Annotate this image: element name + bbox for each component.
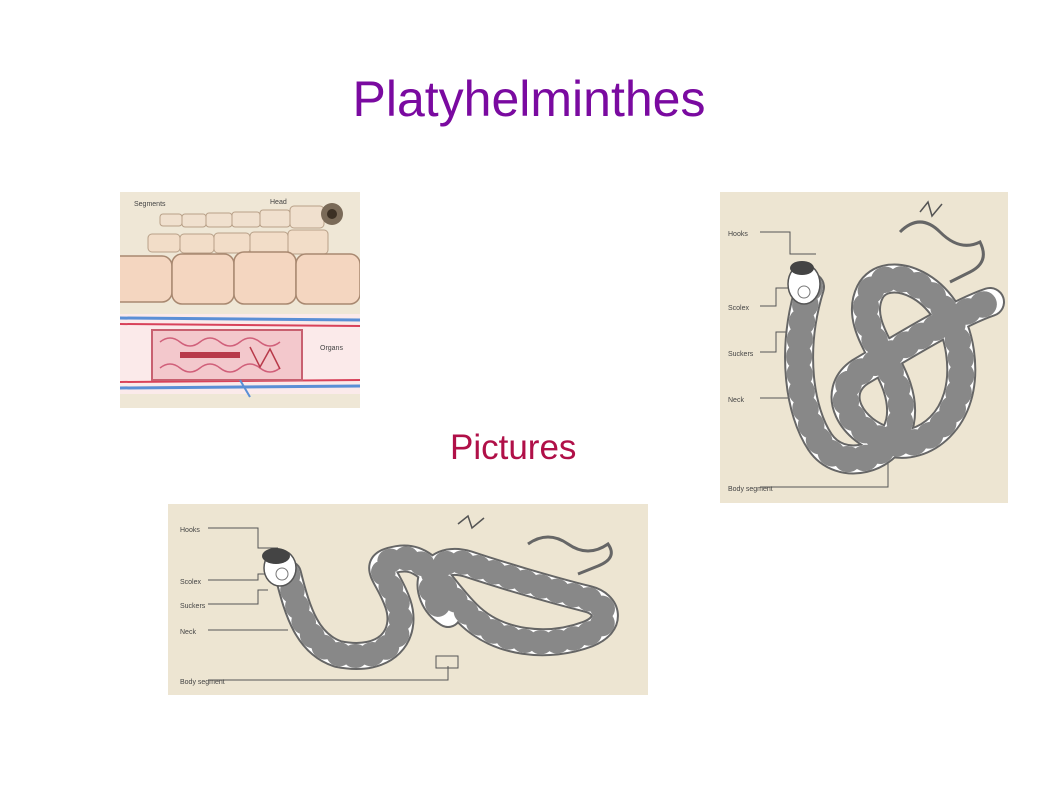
label-scolex: Scolex xyxy=(728,305,750,312)
label-neck: Neck xyxy=(180,629,196,636)
label-body-segment: Body segment xyxy=(180,679,225,686)
label-head: Head xyxy=(270,199,287,206)
tapeworm-anatomy-illustration: Segments Head Organs xyxy=(120,192,360,408)
label-scolex: Scolex xyxy=(180,579,202,586)
label-hooks: Hooks xyxy=(180,527,200,534)
label-hooks: Hooks xyxy=(728,231,748,238)
label-neck: Neck xyxy=(728,397,744,404)
label-suckers: Suckers xyxy=(728,351,754,358)
slide-title: Platyhelminthes xyxy=(352,71,706,127)
label-segments: Segments xyxy=(134,201,166,208)
tapeworm-diagram-horizontal: Hooks Scolex Suckers Neck Body segment xyxy=(168,504,648,695)
label-suckers: Suckers xyxy=(180,603,206,610)
label-organs: Organs xyxy=(320,345,343,352)
label-body-segment: Body segment xyxy=(728,486,773,493)
slide-subtitle: Pictures xyxy=(450,428,577,467)
tapeworm-diagram-vertical: Hooks Scolex Suckers Neck Body segment xyxy=(720,192,1008,503)
